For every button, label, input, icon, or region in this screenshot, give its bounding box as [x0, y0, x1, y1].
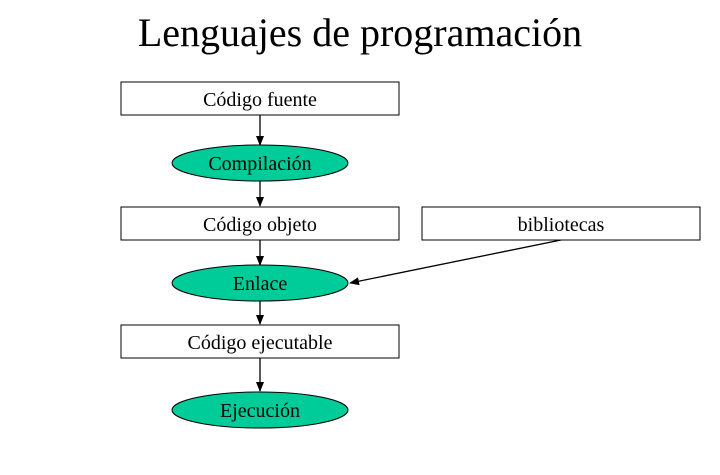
node-codigo-ejecutable: Código ejecutable: [120, 324, 400, 359]
codigo-objeto-box: [120, 206, 400, 241]
ejecucion-label: Ejecución: [220, 400, 300, 422]
compilacion-label: Compilación: [208, 153, 311, 175]
node-codigo-fuente: Código fuente: [120, 81, 400, 116]
codigo-objeto-label: Código objeto: [203, 214, 317, 236]
bibliotecas-box: [421, 206, 701, 241]
compilacion-ellipse: [171, 144, 349, 182]
codigo-fuente-box: [120, 81, 400, 116]
enlace-label: Enlace: [233, 273, 288, 295]
bibliotecas-label: bibliotecas: [518, 214, 605, 236]
diagram-title: Lenguajes de programación: [138, 10, 582, 55]
codigo-fuente-label: Código fuente: [203, 89, 317, 111]
edge-bibliotecas-to-enlace: [349, 239, 562, 286]
ejecucion-ellipse: [171, 391, 349, 429]
enlace-ellipse: [171, 264, 349, 302]
node-codigo-objeto: Código objeto: [120, 206, 400, 241]
node-compilacion: Compilación: [171, 144, 349, 182]
node-bibliotecas: bibliotecas: [421, 206, 701, 241]
codigo-ejecutable-box: [120, 324, 400, 359]
node-enlace: Enlace: [171, 264, 349, 302]
node-ejecucion: Ejecución: [171, 391, 349, 429]
codigo-ejecutable-label: Código ejecutable: [188, 332, 333, 354]
